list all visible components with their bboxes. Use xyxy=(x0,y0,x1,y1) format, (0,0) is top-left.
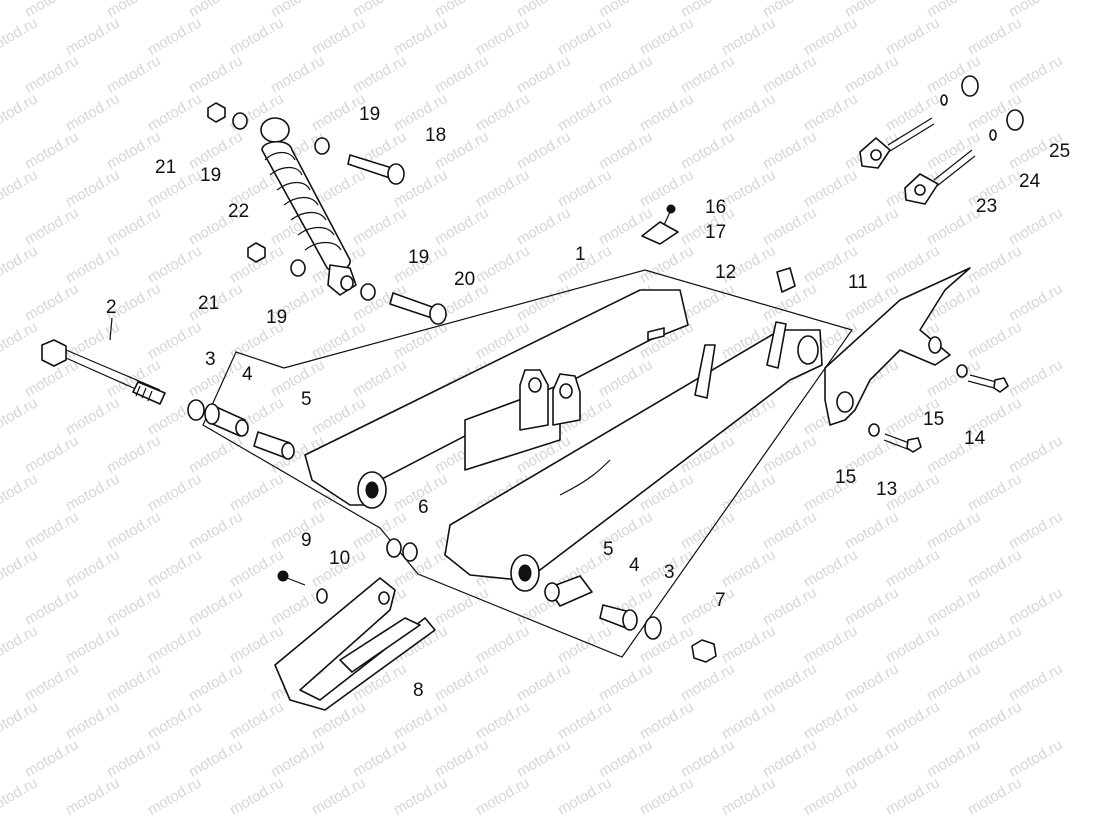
callout-7: 7 xyxy=(715,590,726,611)
clip-12 xyxy=(776,267,796,293)
callout-1: 1 xyxy=(575,244,586,265)
chain-adjuster-lower xyxy=(904,109,1024,205)
callout-19: 19 xyxy=(408,247,430,268)
callout-5: 5 xyxy=(603,539,614,560)
bushing-left xyxy=(204,403,249,437)
washer-22-top xyxy=(314,137,330,155)
callout-18: 18 xyxy=(425,125,447,146)
callout-20: 20 xyxy=(454,269,476,290)
callout-3: 3 xyxy=(205,349,216,370)
clamp-16-17 xyxy=(641,204,679,245)
callout-2: 2 xyxy=(106,297,117,318)
washers-6 xyxy=(386,538,418,562)
bolt-14 xyxy=(967,374,1009,393)
callout-12: 12 xyxy=(715,262,737,283)
screw-9 xyxy=(277,570,306,586)
callout-4: 4 xyxy=(629,555,640,576)
callout-22: 22 xyxy=(228,201,250,222)
washer-15a xyxy=(956,364,968,378)
callout-19: 19 xyxy=(266,307,288,328)
callout-3: 3 xyxy=(664,562,675,583)
callout-16: 16 xyxy=(705,197,727,218)
chain-guard xyxy=(824,267,971,426)
washer-19-top xyxy=(232,112,248,130)
callout-9: 9 xyxy=(301,530,312,551)
callout-11: 11 xyxy=(848,272,868,293)
washer-19-bottom xyxy=(290,259,306,277)
callout-25: 25 xyxy=(1049,141,1071,162)
callout-8: 8 xyxy=(413,680,424,701)
callout-15: 15 xyxy=(923,409,945,430)
callout-15: 15 xyxy=(835,467,857,488)
swingarm xyxy=(304,289,823,592)
callout-24: 24 xyxy=(1019,171,1041,192)
washer-10 xyxy=(316,588,328,604)
nut-21-top xyxy=(207,102,226,123)
washer-left xyxy=(187,399,205,421)
nut-7 xyxy=(691,639,717,663)
washer-right xyxy=(644,616,662,640)
chain-slider xyxy=(274,577,436,711)
callout-4: 4 xyxy=(242,364,253,385)
callout-10: 10 xyxy=(329,548,351,569)
bolt-20 xyxy=(389,292,447,325)
pivot-bolt xyxy=(41,339,166,405)
callout-19: 19 xyxy=(200,165,222,186)
shock-absorber xyxy=(260,117,357,296)
bushing-right xyxy=(599,604,638,631)
callout-19: 19 xyxy=(359,104,381,125)
washer-22-bottom xyxy=(360,283,376,301)
bolt-18 xyxy=(347,154,405,185)
callout-21: 21 xyxy=(198,293,220,314)
washer-15b xyxy=(868,423,880,437)
spacer-right xyxy=(544,575,593,607)
callout-6: 6 xyxy=(418,497,429,518)
callout-14: 14 xyxy=(964,428,986,449)
callout-5: 5 xyxy=(301,389,312,410)
callout-21: 21 xyxy=(155,157,177,178)
bolt-13 xyxy=(883,433,922,453)
group-outline xyxy=(202,269,853,658)
spacer-left xyxy=(253,431,295,460)
callout-13: 13 xyxy=(876,479,898,500)
callout-23: 23 xyxy=(976,196,998,217)
chain-adjuster-upper xyxy=(859,75,979,169)
nut-21-bottom xyxy=(247,242,266,263)
callout-17: 17 xyxy=(705,222,727,243)
